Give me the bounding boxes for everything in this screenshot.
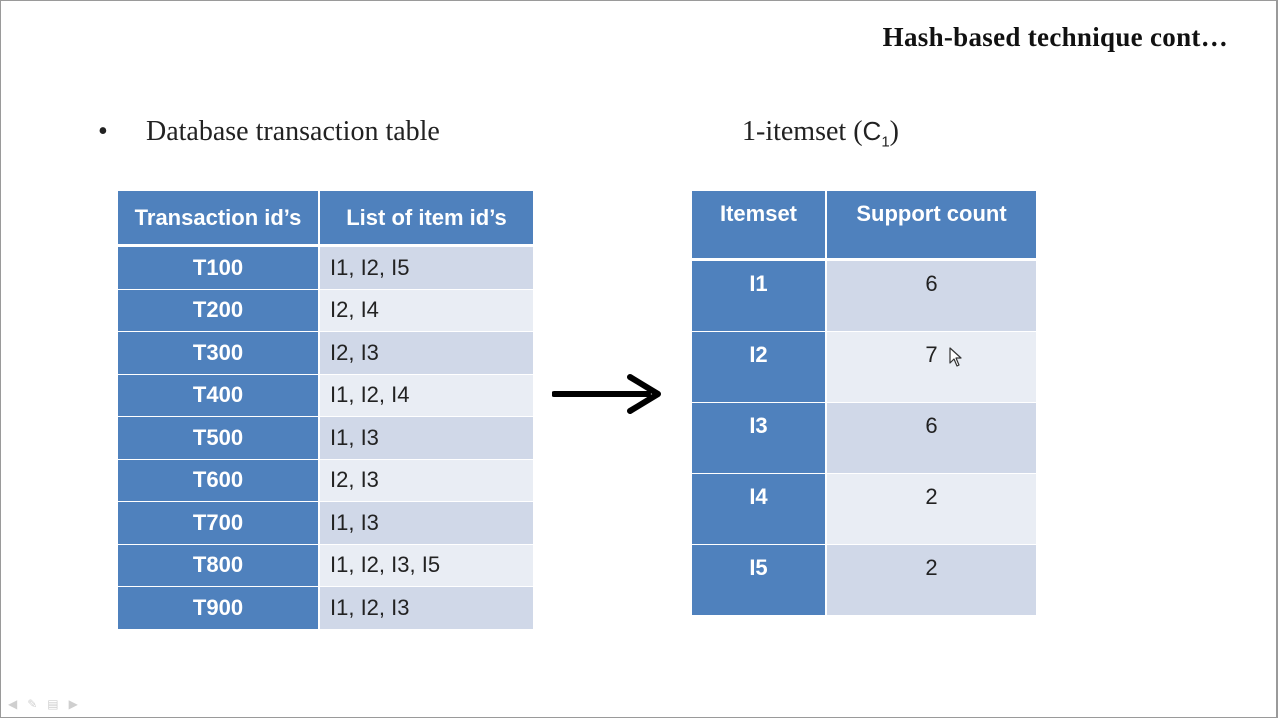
next-slide-icon[interactable]: ▶ xyxy=(68,697,78,711)
item-list-cell: I1, I2, I4 xyxy=(320,374,533,417)
transaction-id-cell: T600 xyxy=(118,459,320,502)
table-row: I3 6 xyxy=(692,403,1036,474)
item-list-cell: I1, I2, I5 xyxy=(320,247,533,290)
support-count-cell: 7 xyxy=(827,332,1036,403)
c1-label-prefix: 1-itemset ( xyxy=(742,116,863,147)
table-row: T300 I2, I3 xyxy=(118,332,533,375)
item-list-cell: I1, I2, I3, I5 xyxy=(320,544,533,587)
item-list-cell: I2, I3 xyxy=(320,332,533,375)
support-count-cell: 6 xyxy=(827,261,1036,332)
transaction-id-cell: T700 xyxy=(118,502,320,545)
itemset-cell: I2 xyxy=(692,332,827,403)
item-list-cell: I2, I3 xyxy=(320,459,533,502)
itemset-cell: I1 xyxy=(692,261,827,332)
table-row: T700 I1, I3 xyxy=(118,502,533,545)
item-list-cell: I2, I4 xyxy=(320,289,533,332)
transaction-id-cell: T400 xyxy=(118,374,320,417)
table-row: I5 2 xyxy=(692,545,1036,616)
table-row: T600 I2, I3 xyxy=(118,459,533,502)
column-header-support-count: Support count xyxy=(827,191,1036,261)
item-list-cell: I1, I3 xyxy=(320,417,533,460)
support-count-cell: 6 xyxy=(827,403,1036,474)
slide-menu-icon[interactable]: ▤ xyxy=(47,697,59,711)
transaction-id-cell: T900 xyxy=(118,587,320,630)
itemset-cell: I3 xyxy=(692,403,827,474)
table-row: T200 I2, I4 xyxy=(118,289,533,332)
table-row: T900 I1, I2, I3 xyxy=(118,587,533,630)
table-row: T100 I1, I2, I5 xyxy=(118,247,533,290)
column-header-itemset: Itemset xyxy=(692,191,827,261)
transaction-id-cell: T200 xyxy=(118,289,320,332)
transaction-table: Transaction id’s List of item id’s T100 … xyxy=(118,191,533,630)
table-row: T500 I1, I3 xyxy=(118,417,533,460)
bullet-text: Database transaction table xyxy=(146,116,440,147)
c1-symbol: C xyxy=(862,116,882,146)
c1-subscript: 1 xyxy=(881,133,890,151)
item-list-cell: I1, I3 xyxy=(320,502,533,545)
item-list-cell: I1, I2, I3 xyxy=(320,587,533,630)
previous-slide-icon[interactable]: ◀ xyxy=(8,697,18,711)
bullet-dot: • xyxy=(98,116,108,147)
table-row: I1 6 xyxy=(692,261,1036,332)
table-header-row: Itemset Support count xyxy=(692,191,1036,261)
column-header-item-list: List of item id’s xyxy=(320,191,533,247)
table-row: I4 2 xyxy=(692,474,1036,545)
column-header-transaction-id: Transaction id’s xyxy=(118,191,320,247)
table-row: T400 I1, I2, I4 xyxy=(118,374,533,417)
c1-label: 1-itemset (C1) xyxy=(742,116,899,151)
transaction-id-cell: T800 xyxy=(118,544,320,587)
transaction-id-cell: T100 xyxy=(118,247,320,290)
right-arrow-icon xyxy=(552,374,661,414)
itemset-cell: I5 xyxy=(692,545,827,616)
table-row: I2 7 xyxy=(692,332,1036,403)
mouse-pointer-icon xyxy=(949,347,962,367)
slide-title: Hash-based technique cont… xyxy=(882,22,1228,52)
support-count-cell: 2 xyxy=(827,545,1036,616)
pen-icon[interactable]: ✎ xyxy=(27,697,38,711)
table-row: T800 I1, I2, I3, I5 xyxy=(118,544,533,587)
itemset-table: Itemset Support count I1 6 I2 7 I3 6 I4 … xyxy=(692,191,1036,616)
table-header-row: Transaction id’s List of item id’s xyxy=(118,191,533,247)
slideshow-controls: ◀ ✎ ▤ ▶ xyxy=(8,697,78,711)
support-count-cell: 2 xyxy=(827,474,1036,545)
itemset-cell: I4 xyxy=(692,474,827,545)
transaction-id-cell: T300 xyxy=(118,332,320,375)
transaction-id-cell: T500 xyxy=(118,417,320,460)
c1-label-suffix: ) xyxy=(889,116,899,147)
